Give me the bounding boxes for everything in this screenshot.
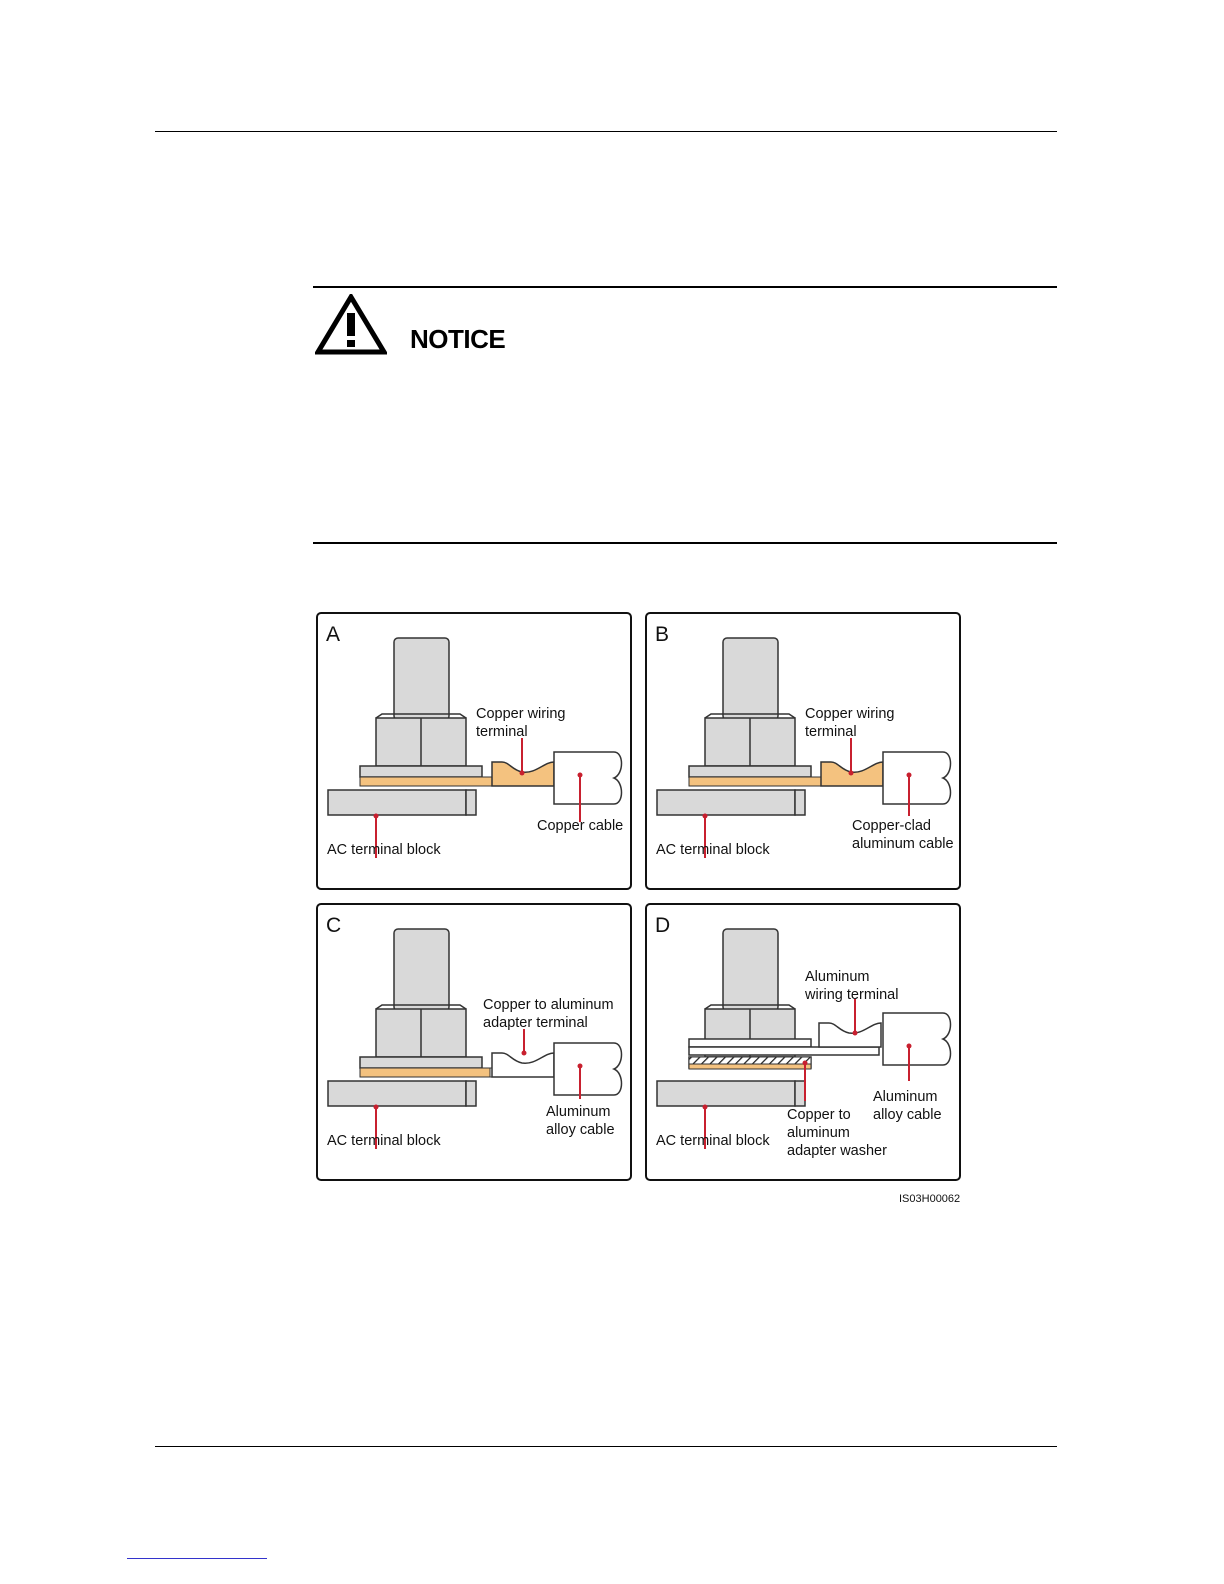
cable-end (882, 751, 952, 805)
ac-terminal-block (327, 1080, 467, 1107)
nut-chamfer (704, 713, 796, 719)
terminal-barrel (491, 1052, 555, 1078)
leader-dot (373, 813, 379, 819)
terminal-tongue (359, 776, 495, 787)
notice-bottom-rule (313, 542, 1057, 544)
washer-label: Copper to (787, 1107, 851, 1123)
figure-panel-d: D AC terminal block Aluminum wiring termina… (645, 903, 961, 1181)
panel-letter: B (655, 623, 669, 646)
leader-dot (519, 770, 525, 776)
terminal-label: Copper wiring (805, 706, 894, 722)
leader-dot (848, 770, 854, 776)
bolt-stud (393, 637, 450, 721)
leader-dot (802, 1060, 808, 1066)
terminal-label: Aluminum (805, 969, 869, 985)
warning-triangle-icon (313, 292, 389, 361)
cable-label: Aluminum (873, 1089, 937, 1105)
cable-label: Copper cable (537, 818, 623, 834)
figure-panel-c: C AC terminal block Copper to aluminum adap… (316, 903, 632, 1181)
cable-end (553, 1042, 623, 1096)
header-rule (155, 131, 1057, 132)
panel-letter: C (326, 914, 341, 937)
leader-dot (702, 1104, 708, 1110)
terminal-label: adapter terminal (483, 1015, 588, 1031)
terminal-label: terminal (476, 724, 528, 740)
panel-letter: D (655, 914, 670, 937)
cable-end (882, 1012, 952, 1066)
leader-dot (906, 1043, 912, 1049)
ac-terminal-block-edge (794, 789, 806, 816)
ac-terminal-block (327, 789, 467, 816)
figure-panel-b: B AC terminal block Copper wiring terminalC… (645, 612, 961, 890)
cable-label: aluminum cable (852, 836, 954, 852)
notice-top-rule (313, 286, 1057, 288)
terminal-label: wiring terminal (804, 987, 898, 1003)
leader-dot (577, 1063, 583, 1069)
block-label: AC terminal block (327, 1133, 441, 1149)
adapter-washer-copper (688, 1063, 812, 1070)
bolt-stud (393, 928, 450, 1012)
terminal-label: terminal (805, 724, 857, 740)
cable-end (553, 751, 623, 805)
nut-chamfer (375, 1004, 467, 1010)
ac-terminal-block (656, 789, 796, 816)
washer-label: aluminum (787, 1125, 850, 1141)
notice-title: NOTICE (410, 324, 506, 354)
block-label: AC terminal block (656, 1133, 770, 1149)
terminal-label: Copper to aluminum (483, 997, 614, 1013)
al-terminal-barrel (818, 1022, 882, 1048)
cable-label: alloy cable (546, 1122, 615, 1138)
leader-dot (577, 772, 583, 778)
nut-chamfer (704, 1004, 796, 1010)
flat-washer (359, 1056, 483, 1069)
terminal-label: Copper wiring (476, 706, 565, 722)
leader-dot (373, 1104, 379, 1110)
terminal-tongue (688, 776, 824, 787)
cable-label: alloy cable (873, 1107, 942, 1123)
cable-label: Copper-clad (852, 818, 931, 834)
footer-link-underline[interactable] (127, 1558, 267, 1559)
ac-terminal-block-edge (465, 1080, 477, 1107)
block-label: AC terminal block (656, 842, 770, 858)
ac-terminal-block-edge (794, 1080, 806, 1107)
leader-dot (852, 1030, 858, 1036)
cable-label: Aluminum (546, 1104, 610, 1120)
figure-id: IS03H00062 (899, 1193, 960, 1205)
washer-label: adapter washer (787, 1143, 887, 1159)
panel-letter: A (326, 623, 340, 646)
figure-panel-a: A AC terminal block Copper wiring terminalC… (316, 612, 632, 890)
leader-dot (702, 813, 708, 819)
flat-washer (688, 765, 812, 778)
terminal-tongue (359, 1067, 495, 1078)
leader-dot (521, 1050, 527, 1056)
al-terminal-tongue (688, 1046, 880, 1056)
bolt-stud (722, 928, 779, 1012)
flat-washer (359, 765, 483, 778)
flat-washer-upper (688, 1038, 812, 1048)
bolt-stud (722, 637, 779, 721)
block-label: AC terminal block (327, 842, 441, 858)
ac-terminal-block (656, 1080, 796, 1107)
footer-rule (155, 1446, 1057, 1447)
ac-terminal-block-edge (465, 789, 477, 816)
nut-chamfer (375, 713, 467, 719)
leader-dot (906, 772, 912, 778)
